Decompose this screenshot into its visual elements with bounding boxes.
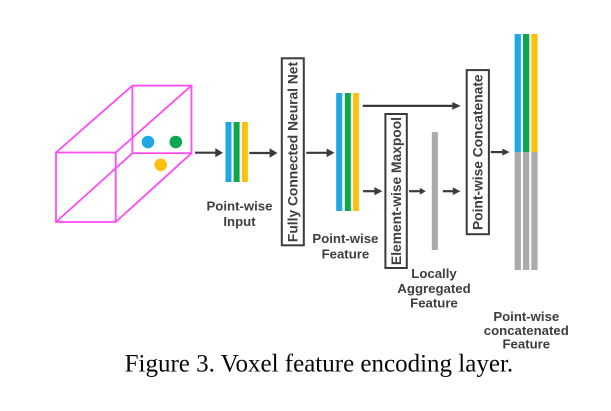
svg-text:Point-wise: Point-wise: [493, 309, 559, 324]
svg-text:Locally: Locally: [411, 266, 457, 281]
svg-text:Feature: Feature: [322, 247, 370, 262]
svg-text:Point-wise Concatenate: Point-wise Concatenate: [471, 74, 486, 230]
svg-text:Figure 3. Voxel feature encodi: Figure 3. Voxel feature encoding layer.: [125, 351, 514, 378]
svg-text:Point-wise: Point-wise: [312, 231, 378, 246]
svg-text:Aggregated: Aggregated: [397, 281, 470, 296]
svg-text:Feature: Feature: [410, 295, 458, 310]
svg-text:Input: Input: [223, 214, 256, 229]
svg-text:Point-wise: Point-wise: [207, 199, 273, 214]
svg-text:Fully Connected Neural Net: Fully Connected Neural Net: [286, 62, 301, 243]
svg-text:Feature: Feature: [502, 336, 550, 351]
svg-text:concatenated: concatenated: [484, 323, 569, 338]
svg-text:Element-wise Maxpool: Element-wise Maxpool: [389, 117, 404, 265]
